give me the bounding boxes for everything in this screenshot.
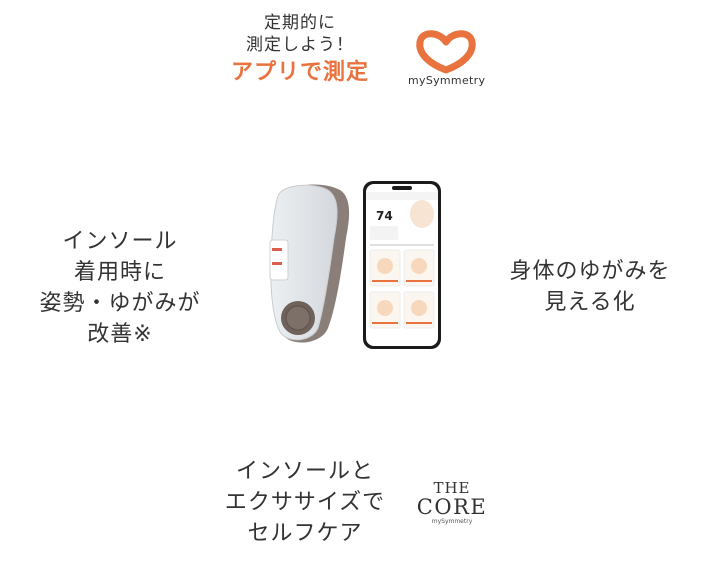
bottom-line-1: インソールと — [235, 459, 374, 484]
mysymmetry-wordmark: mySymmetry — [408, 74, 486, 87]
the-core-logo-the: THE — [433, 479, 471, 497]
bottom-caption: インソールと エクササイズで セルフケア — [200, 456, 410, 549]
left-line-4: 改善※ — [87, 322, 153, 347]
top-accent-text: アプリで測定 — [230, 60, 369, 85]
left-line-1: インソール — [62, 229, 178, 254]
bottom-line-2: エクササイズで — [224, 490, 386, 515]
smartphone-app-icon: 74 — [363, 181, 441, 349]
top-caption: 定期的に 測定しよう！ アプリで測定 — [180, 12, 420, 88]
left-line-2: 着用時に — [73, 260, 166, 285]
right-line-2: 見える化 — [544, 290, 636, 315]
bottom-line-3: セルフケア — [247, 521, 363, 546]
right-line-1: 身体のゆがみを — [509, 259, 671, 284]
left-caption: インソール 着用時に 姿勢・ゆがみが 改善※ — [20, 226, 220, 350]
mysymmetry-logo: mySymmetry — [408, 26, 486, 94]
mysymmetry-heart-icon — [416, 30, 476, 74]
insole-device-icon — [269, 184, 350, 343]
the-core-logo-sub: mySymmetry — [431, 518, 473, 525]
the-core-logo: THE CORE mySymmetry — [412, 480, 492, 530]
right-caption: 身体のゆがみを 見える化 — [490, 256, 690, 318]
top-line-2: 測定しよう！ — [246, 35, 354, 55]
left-line-3: 姿勢・ゆがみが — [39, 291, 201, 316]
top-line-1: 定期的に — [264, 13, 336, 33]
phone-score: 74 — [376, 209, 393, 223]
the-core-logo-core: CORE — [416, 495, 488, 519]
